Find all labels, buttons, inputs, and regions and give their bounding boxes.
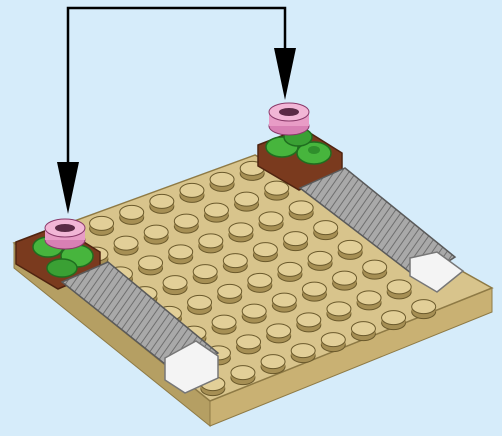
stud (261, 355, 285, 374)
stud (259, 212, 283, 231)
stud (333, 271, 357, 290)
stud (291, 344, 315, 363)
stud (327, 302, 351, 321)
stud (193, 265, 217, 284)
stud (297, 313, 321, 332)
stud (351, 322, 375, 341)
stud (180, 183, 204, 202)
stud (278, 262, 302, 281)
stud (338, 240, 362, 259)
stud (90, 216, 114, 235)
stud (357, 291, 381, 310)
stud (223, 254, 247, 273)
stud (212, 315, 236, 334)
stud (231, 366, 255, 385)
stud (150, 194, 174, 213)
stud (387, 280, 411, 299)
stud (314, 221, 338, 240)
stud (412, 300, 436, 319)
stud (363, 260, 387, 279)
stud (265, 181, 289, 200)
stud (218, 284, 242, 303)
stud (289, 201, 313, 220)
stud (237, 335, 261, 354)
stud (229, 223, 253, 242)
stud (284, 232, 308, 251)
flower-icon (45, 219, 85, 249)
stud (120, 205, 144, 224)
stud (199, 234, 223, 253)
stud (169, 245, 193, 264)
stud (253, 243, 277, 262)
flower-icon (269, 103, 309, 135)
stud (114, 236, 138, 255)
stud (308, 251, 332, 270)
stud (163, 276, 187, 295)
stud (188, 295, 212, 314)
stud (272, 293, 296, 312)
stud (235, 192, 259, 211)
stud (321, 333, 345, 352)
stud (144, 225, 168, 244)
stud (210, 172, 234, 191)
stud (267, 324, 291, 343)
stud (242, 304, 266, 323)
stud (204, 203, 228, 222)
stud (382, 311, 406, 330)
stud (139, 256, 163, 275)
stud (302, 282, 326, 301)
stud (248, 273, 272, 292)
stud (174, 214, 198, 233)
